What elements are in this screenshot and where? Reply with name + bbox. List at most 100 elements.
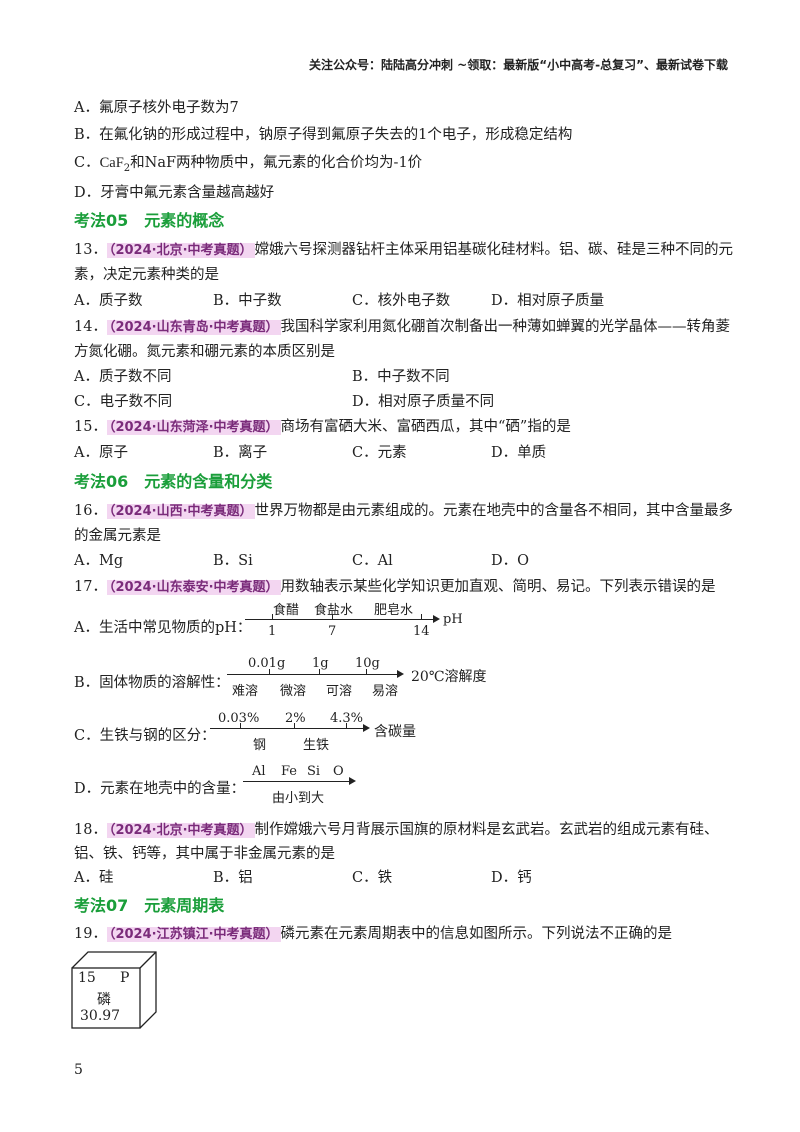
question-text: 嫦娥六号探测器钻杆主体采用铝基碳化硅材料。铝、碳、硅是三种不同的元 (254, 242, 734, 258)
axis-bottom-label: 难溶 (232, 684, 259, 699)
axis-line (227, 674, 399, 675)
axis-tick (240, 723, 241, 728)
q14-option-c: C．电子数不同 (74, 394, 173, 410)
source-tag: （2024·北京·中考真题） (106, 823, 255, 838)
question-16: 16．（2024·山西·中考真题）世界万物都是由元素组成的。元素在地壳中的含量各… (74, 499, 733, 520)
axis-bottom-label: 生铁 (303, 738, 330, 753)
atomic-number: 15 (78, 970, 96, 986)
q17-option-a-label: A．生活中常见物质的pH： (74, 620, 252, 636)
axis-line (210, 728, 365, 729)
axis-top-label: 10g (355, 656, 380, 671)
atomic-mass: 30.97 (80, 1008, 121, 1024)
axis-tick (294, 723, 295, 728)
question-number: 17． (74, 579, 107, 595)
page-header: 关注公众号：陆陆高分冲刺 ~领取：最新版“小中高考-总复习”、最新试卷下载 (309, 58, 728, 72)
question-text: 制作嫦娥六号月背展示国旗的原材料是玄武岩。玄武岩的组成元素有硅、 (254, 822, 719, 838)
source-tag: （2024·江苏镇江·中考真题） (106, 927, 281, 942)
caf2-formula: CaF2 (99, 155, 131, 174)
source-tag: （2024·山东菏泽·中考真题） (106, 420, 281, 435)
question-text: 世界万物都是由元素组成的。元素在地壳中的含量各不相同，其中含量最多 (254, 503, 734, 519)
axis-tick (332, 614, 333, 619)
axis-top-label: Al (252, 764, 266, 779)
question-13-cont: 素，决定元素种类的是 (74, 267, 219, 283)
axis-top-label: 2% (285, 711, 306, 726)
axis-tick (366, 669, 367, 674)
section-title-05: 考法05 元素的概念 (74, 211, 225, 230)
option-c-prefix: C． (74, 155, 100, 171)
question-14: 14．（2024·山东青岛·中考真题）我国科学家利用氮化硼首次制备出一种薄如蝉翼… (74, 315, 730, 336)
question-19: 19．（2024·江苏镇江·中考真题）磷元素在元素周期表中的信息如图所示。下列说… (74, 922, 672, 943)
axis-top-label: 食醋 (273, 603, 300, 618)
axis-bottom-label: 易溶 (372, 684, 399, 699)
axis-top-label: Fe (281, 764, 298, 779)
option-c: C．CaF2和NaF两种物质中，氟元素的化合价均为-1价 (74, 151, 422, 174)
cell-box (71, 951, 157, 1029)
q14-option-a: A．质子数不同 (74, 369, 172, 385)
question-number: 16． (74, 503, 107, 519)
q15-option-a: A．原子 (74, 445, 128, 461)
q15-option-c: C．元素 (352, 445, 407, 461)
axis-top-label: 0.03% (218, 711, 260, 726)
question-17: 17．（2024·山东泰安·中考真题）用数轴表示某些化学知识更加直观、简明、易记… (74, 575, 716, 596)
axis-bottom-label: 7 (328, 624, 337, 639)
question-text: 磷元素在元素周期表中的信息如图所示。下列说法不正确的是 (280, 926, 673, 942)
question-number: 19． (74, 926, 107, 942)
axis-bottom-label: 钢 (253, 738, 267, 753)
q18-option-c: C．铁 (352, 870, 393, 886)
question-number: 13． (74, 242, 107, 258)
question-number: 18． (74, 822, 107, 838)
question-text: 商场有富硒大米、富硒西瓜，其中“硒”指的是 (280, 419, 571, 435)
element-name: 磷 (97, 992, 111, 1008)
q18-option-b: B．铝 (213, 870, 253, 886)
question-number: 14． (74, 319, 107, 335)
q18-option-a: A．硅 (74, 870, 114, 886)
q13-option-b: B．中子数 (213, 293, 282, 309)
axis-bottom-label: 1 (268, 624, 277, 639)
axis-top-label: 1g (312, 656, 329, 671)
question-18-cont: 铝、铁、钙等，其中属于非金属元素的是 (74, 846, 335, 862)
option-c-text: 和NaF两种物质中，氟元素的化合价均为-1价 (130, 155, 423, 171)
q17-option-b-label: B．固体物质的溶解性： (74, 675, 230, 691)
q16-option-c: C．Al (352, 553, 393, 569)
axis-line (243, 781, 351, 782)
page-number: 5 (74, 1062, 83, 1078)
source-tag: （2024·山东泰安·中考真题） (106, 580, 281, 595)
axis-bottom-label: 14 (413, 624, 430, 639)
question-18: 18．（2024·北京·中考真题）制作嫦娥六号月背展示国旗的原材料是玄武岩。玄武… (74, 818, 719, 839)
q14-option-d: D．相对原子质量不同 (352, 394, 495, 410)
axis-unit: 含碳量 (374, 724, 416, 740)
axis-top-label: 食盐水 (314, 603, 354, 618)
element-symbol: P (120, 970, 130, 986)
section-title-07: 考法07 元素周期表 (74, 896, 225, 915)
q14-option-b: B．中子数不同 (352, 369, 450, 385)
q13-option-c: C．核外电子数 (352, 293, 451, 309)
source-tag: （2024·北京·中考真题） (106, 243, 255, 258)
axis-top-label: 肥皂水 (374, 603, 414, 618)
q16-option-b: B．Si (213, 553, 253, 569)
axis-arrow (349, 777, 356, 785)
axis-top-label: 0.01g (248, 656, 286, 671)
option-a: A．氟原子核外电子数为7 (74, 100, 239, 116)
axis-bottom-label: 微溶 (280, 684, 307, 699)
q16-option-a: A．Mg (74, 553, 124, 569)
option-d: D．牙膏中氟元素含量越高越好 (74, 185, 275, 201)
axis-top-label: 4.3% (330, 711, 364, 726)
axis-top-label: Si (307, 764, 321, 779)
axis-arrow (433, 615, 440, 623)
axis-tick (319, 669, 320, 674)
question-13: 13．（2024·北京·中考真题）嫦娥六号探测器钻杆主体采用铝基碳化硅材料。铝、… (74, 238, 733, 259)
question-16-cont: 的金属元素是 (74, 528, 161, 544)
q13-option-a: A．质子数 (74, 293, 143, 309)
q15-option-b: B．离子 (213, 445, 268, 461)
axis-unit: 20℃溶解度 (411, 669, 487, 685)
q13-option-d: D．相对原子质量 (491, 293, 605, 309)
axis-tick (272, 614, 273, 619)
question-14-cont: 方氮化硼。氮元素和硼元素的本质区别是 (74, 344, 335, 360)
axis-bottom-label: 由小到大 (272, 791, 325, 806)
section-title-06: 考法06 元素的含量和分类 (74, 472, 273, 491)
q18-option-d: D．钙 (491, 870, 532, 886)
axis-bottom-label: 可溶 (326, 684, 353, 699)
q17-option-d-label: D．元素在地壳中的含量： (74, 781, 246, 797)
axis-top-label: O (333, 764, 344, 779)
question-number: 15． (74, 419, 107, 435)
